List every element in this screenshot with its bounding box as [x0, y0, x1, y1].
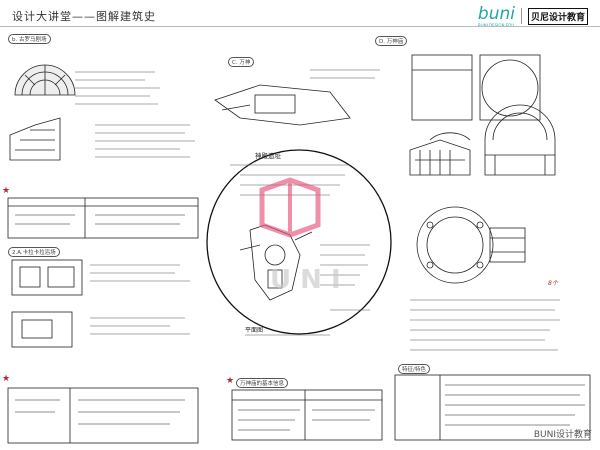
- section-tag-pantheon: D. 万神庙: [375, 36, 408, 46]
- section-tag-baths: 2.A.卡拉卡拉浴场: [8, 247, 60, 257]
- left-info-table: [7, 197, 199, 239]
- pantheon-section-box: [411, 54, 541, 121]
- bottom-middle-table: [231, 389, 383, 441]
- brand-logo: buni BUNI DESIGN EDU: [477, 4, 515, 29]
- svg-text:U N I: U N I: [270, 265, 341, 295]
- theatre-plan-sketch: [14, 64, 76, 96]
- brand-name: 贝尼设计教育: [527, 7, 588, 25]
- star-icon: ★: [226, 376, 235, 386]
- brand-divider: [520, 8, 522, 24]
- star-icon: ★: [2, 374, 11, 384]
- pantheon-plan: [416, 206, 526, 284]
- section-tag-features: 特征/特色: [398, 364, 430, 374]
- star-icon: ★: [2, 186, 11, 196]
- section-tag-site: C. 万神: [228, 57, 255, 67]
- brand-block: buni BUNI DESIGN EDU 贝尼设计教育: [478, 4, 588, 28]
- circle-heading: 神殿遗址: [255, 152, 281, 160]
- central-circle: [206, 149, 392, 335]
- pantheon-section: [484, 104, 556, 176]
- bottom-right-table: [394, 374, 591, 441]
- pantheon-elevation: [409, 132, 471, 176]
- red-annotation: 8个: [548, 280, 558, 287]
- page-title: 设计大讲堂——图解建筑史: [12, 10, 156, 23]
- theatre-section-sketch: [9, 117, 61, 161]
- watermark: BUNI设计教育: [533, 430, 592, 440]
- section-tag-info: 万神庙的基本信息: [236, 378, 289, 388]
- bottom-left-table: [7, 387, 199, 444]
- header-divider: [0, 26, 600, 27]
- buni-logo-watermark: U N I: [259, 177, 341, 295]
- site-plan-sketch: [214, 84, 351, 126]
- section-tag-theatre: b. 古罗马剧场: [8, 34, 51, 44]
- baths-plan-sketch: [11, 259, 83, 348]
- plan-caption: 平面图: [245, 327, 264, 334]
